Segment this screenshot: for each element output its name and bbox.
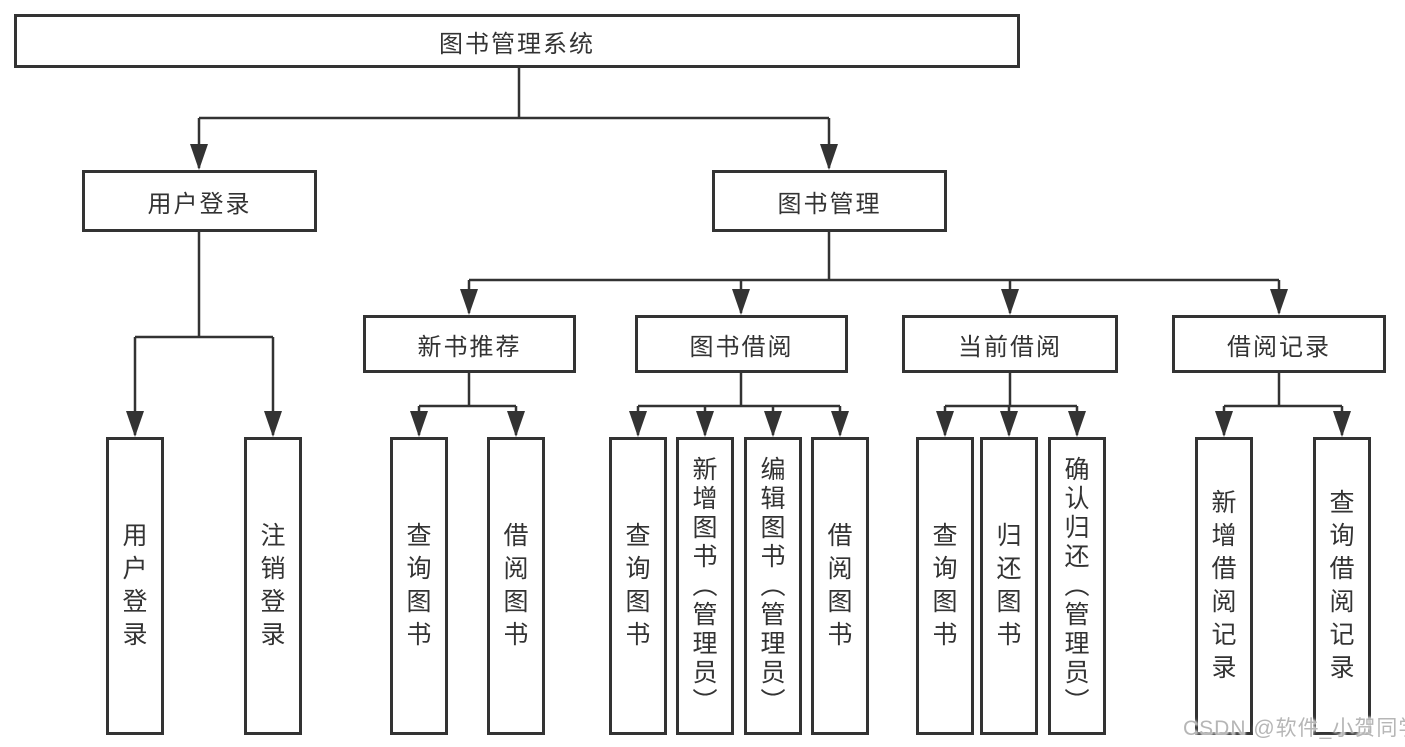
node-label: 借阅记录 (1227, 333, 1331, 361)
leaf-query-books-recommend: 查 询 图 书 (390, 437, 448, 735)
node-current-borrowing: 当前借阅 (902, 315, 1118, 373)
leaf-add-borrow-record: 新 增 借 阅 记 录 (1195, 437, 1253, 735)
node-label: 查 询 借 阅 记 录 (1329, 489, 1355, 682)
leaf-confirm-return-admin: 确 认 归 还 ︵ 管 理 员 ︶ (1048, 437, 1106, 735)
leaf-add-book-admin: 新 增 图 书 ︵ 管 理 员 ︶ (676, 437, 734, 735)
node-label: 借 阅 图 书 (827, 522, 853, 649)
node-user-login: 用户登录 (82, 170, 317, 232)
node-label: 新 增 借 阅 记 录 (1211, 489, 1237, 682)
node-borrowing-records: 借阅记录 (1172, 315, 1386, 373)
leaf-borrow-books: 借 阅 图 书 (811, 437, 869, 735)
node-label: 查 询 图 书 (406, 522, 432, 649)
leaf-logout: 注 销 登 录 (244, 437, 302, 735)
node-label: 查 询 图 书 (932, 522, 958, 649)
node-root-system: 图书管理系统 (14, 14, 1020, 68)
leaf-user-login: 用 户 登 录 (106, 437, 164, 735)
node-label: 图书管理 (777, 190, 882, 218)
node-label: 编 辑 图 书 ︵ 管 理 员 ︶ (760, 455, 786, 716)
node-label: 注 销 登 录 (260, 522, 286, 649)
node-label: 图书借阅 (689, 333, 794, 361)
leaf-return-book: 归 还 图 书 (980, 437, 1038, 735)
node-label: 图书管理系统 (439, 30, 595, 58)
node-book-management: 图书管理 (712, 170, 947, 232)
node-label: 新 增 图 书 ︵ 管 理 员 ︶ (692, 455, 718, 716)
arrowheads (126, 144, 1351, 437)
leaf-edit-book-admin: 编 辑 图 书 ︵ 管 理 员 ︶ (744, 437, 802, 735)
node-label: 当前借阅 (958, 333, 1062, 361)
node-new-book-recommend: 新书推荐 (363, 315, 576, 373)
node-label: 查 询 图 书 (625, 522, 651, 649)
leaf-borrow-books-recommend: 借 阅 图 书 (487, 437, 545, 735)
node-label: 借 阅 图 书 (503, 522, 529, 649)
node-label: 新书推荐 (417, 333, 522, 361)
node-book-borrowing: 图书借阅 (635, 315, 848, 373)
node-label: 归 还 图 书 (996, 522, 1022, 649)
node-label: 用 户 登 录 (122, 522, 148, 649)
node-label: 用户登录 (147, 190, 252, 218)
leaf-query-books-borrow: 查 询 图 书 (609, 437, 667, 735)
leaf-query-borrow-record: 查 询 借 阅 记 录 (1313, 437, 1371, 735)
watermark: CSDN @软件_小贺同学 (1183, 717, 1405, 740)
leaf-query-books-current: 查 询 图 书 (916, 437, 974, 735)
node-label: 确 认 归 还 ︵ 管 理 员 ︶ (1064, 455, 1090, 716)
